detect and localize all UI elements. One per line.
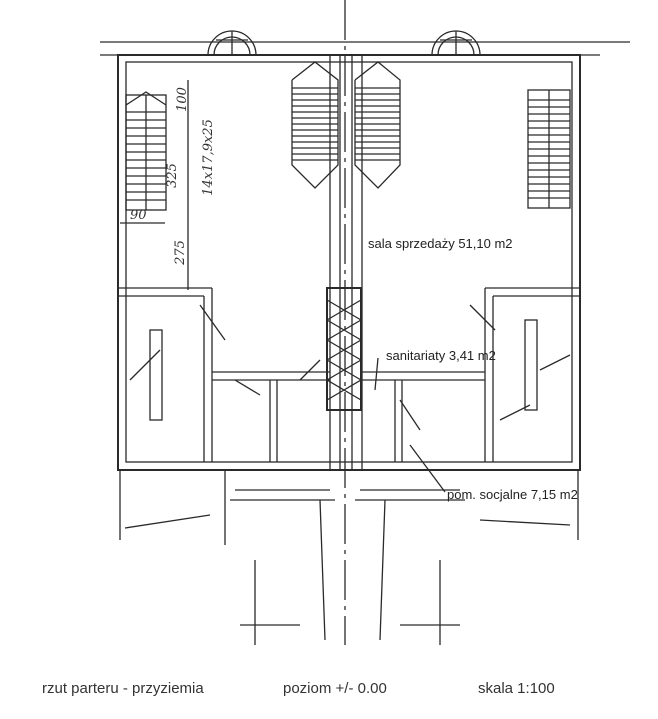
leader-lines bbox=[374, 357, 446, 493]
central-staircase bbox=[291, 61, 401, 189]
room-label-sanitary: sanitariaty 3,41 m2 bbox=[386, 348, 496, 363]
interior-walls bbox=[118, 287, 580, 462]
drawing-title: rzut parteru - przyziemia bbox=[42, 680, 204, 697]
scale-label: skala 1:100 bbox=[478, 680, 555, 697]
room-label-sales-hall: sala sprzedaży 51,10 m2 bbox=[368, 236, 513, 251]
dim-stair-steps: 14x17,9x25 bbox=[200, 119, 216, 196]
level-label: poziom +/- 0.00 bbox=[283, 680, 387, 697]
right-staircase bbox=[527, 89, 571, 209]
bay-window-left bbox=[207, 30, 257, 56]
entrance-steps bbox=[119, 470, 579, 645]
left-staircase bbox=[125, 91, 167, 211]
bay-window-right bbox=[431, 30, 481, 56]
dim-stair-width: 90 bbox=[130, 208, 147, 223]
hatched-shaft bbox=[326, 287, 362, 411]
dim-lower: 275 bbox=[172, 240, 188, 265]
door-swings bbox=[129, 304, 571, 431]
room-label-social-room: pom. socjalne 7,15 m2 bbox=[447, 487, 578, 502]
dim-top: 100 bbox=[174, 87, 190, 112]
dim-stair-length: 325 bbox=[164, 163, 180, 188]
dimension-line bbox=[120, 80, 189, 290]
